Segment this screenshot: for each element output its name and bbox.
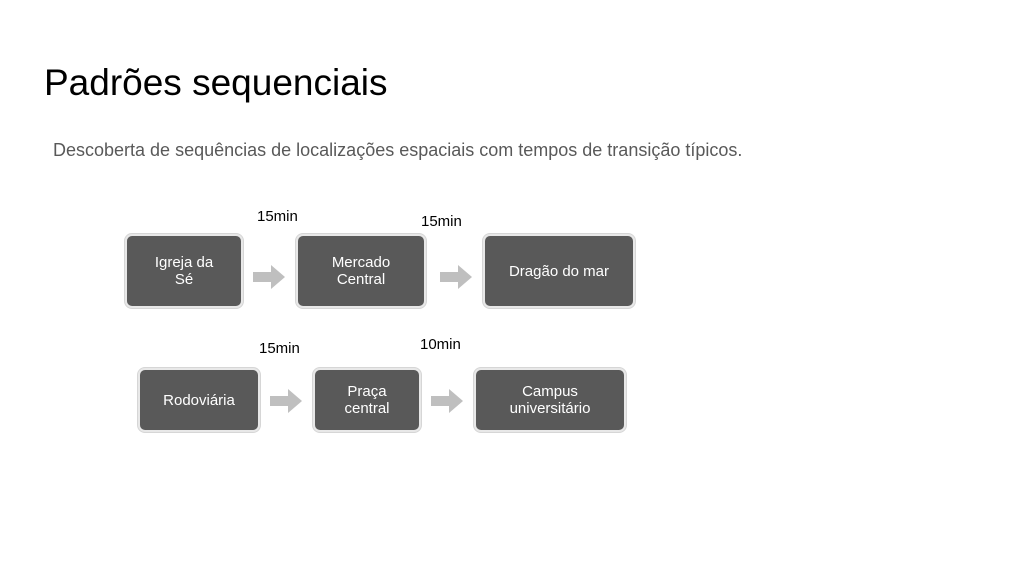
node-mercado-central: Mercado Central (296, 234, 426, 308)
node-dragao-do-mar: Dragão do mar (483, 234, 635, 308)
slide-subtitle: Descoberta de sequências de localizações… (53, 140, 743, 160)
arrow-right-icon (431, 389, 463, 413)
arrow-right-icon (270, 389, 302, 413)
node-praca-central: Praça central (313, 368, 421, 432)
transition-time: 10min (420, 336, 461, 353)
arrow-right-icon (440, 265, 472, 289)
slide-title: Padrões sequenciais (44, 62, 388, 103)
transition-time: 15min (421, 213, 462, 230)
node-rodoviaria: Rodoviária (138, 368, 260, 432)
arrow-right-icon (253, 265, 285, 289)
node-campus-universitario: Campus universitário (474, 368, 626, 432)
transition-time: 15min (257, 208, 298, 225)
transition-time: 15min (259, 340, 300, 357)
node-igreja-da-se: Igreja da Sé (125, 234, 243, 308)
